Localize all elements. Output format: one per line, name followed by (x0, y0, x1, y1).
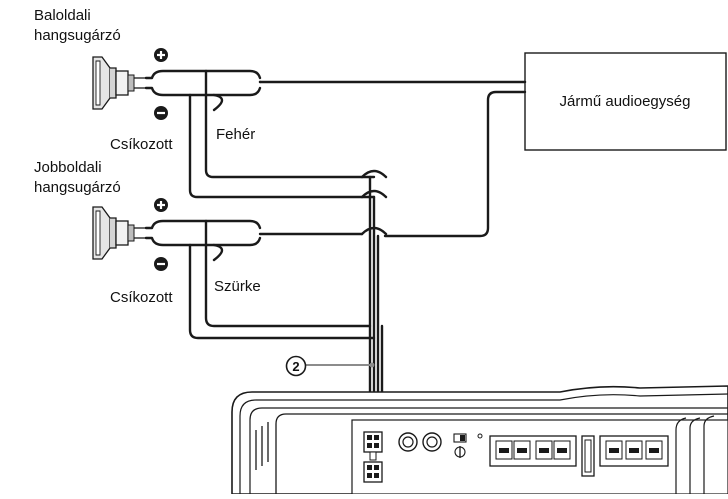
head-unit: Jármű audioegység (524, 52, 727, 151)
left-white-label: Fehér (216, 126, 255, 143)
right-speaker-label-line1: Jobboldali (34, 159, 102, 176)
minus-circle-icon (154, 257, 168, 271)
right-speaker-icon (92, 206, 146, 260)
head-unit-right-feed (383, 90, 527, 238)
right-speaker-cable (144, 219, 388, 340)
wire-crossover (360, 189, 388, 199)
wire-crossover (360, 169, 388, 179)
left-speaker-label-line2: hangsugárzó (34, 27, 121, 44)
right-grey-label: Szürke (214, 278, 261, 295)
plus-circle-icon (154, 48, 168, 62)
right-striped-label: Csíkozott (110, 289, 173, 306)
left-speaker-cable (144, 69, 527, 199)
left-speaker-icon (92, 56, 146, 110)
plus-circle-icon (154, 198, 168, 212)
callout-2: 2 (285, 355, 375, 377)
right-speaker-label-line2: hangsugárzó (34, 179, 121, 196)
callout-number: 2 (292, 359, 299, 374)
left-speaker-label-line1: Baloldali (34, 7, 91, 24)
head-unit-label: Jármű audioegység (560, 93, 691, 110)
minus-circle-icon (154, 106, 168, 120)
left-striped-label: Csíkozott (110, 136, 173, 153)
amplifier-icon (231, 385, 728, 495)
